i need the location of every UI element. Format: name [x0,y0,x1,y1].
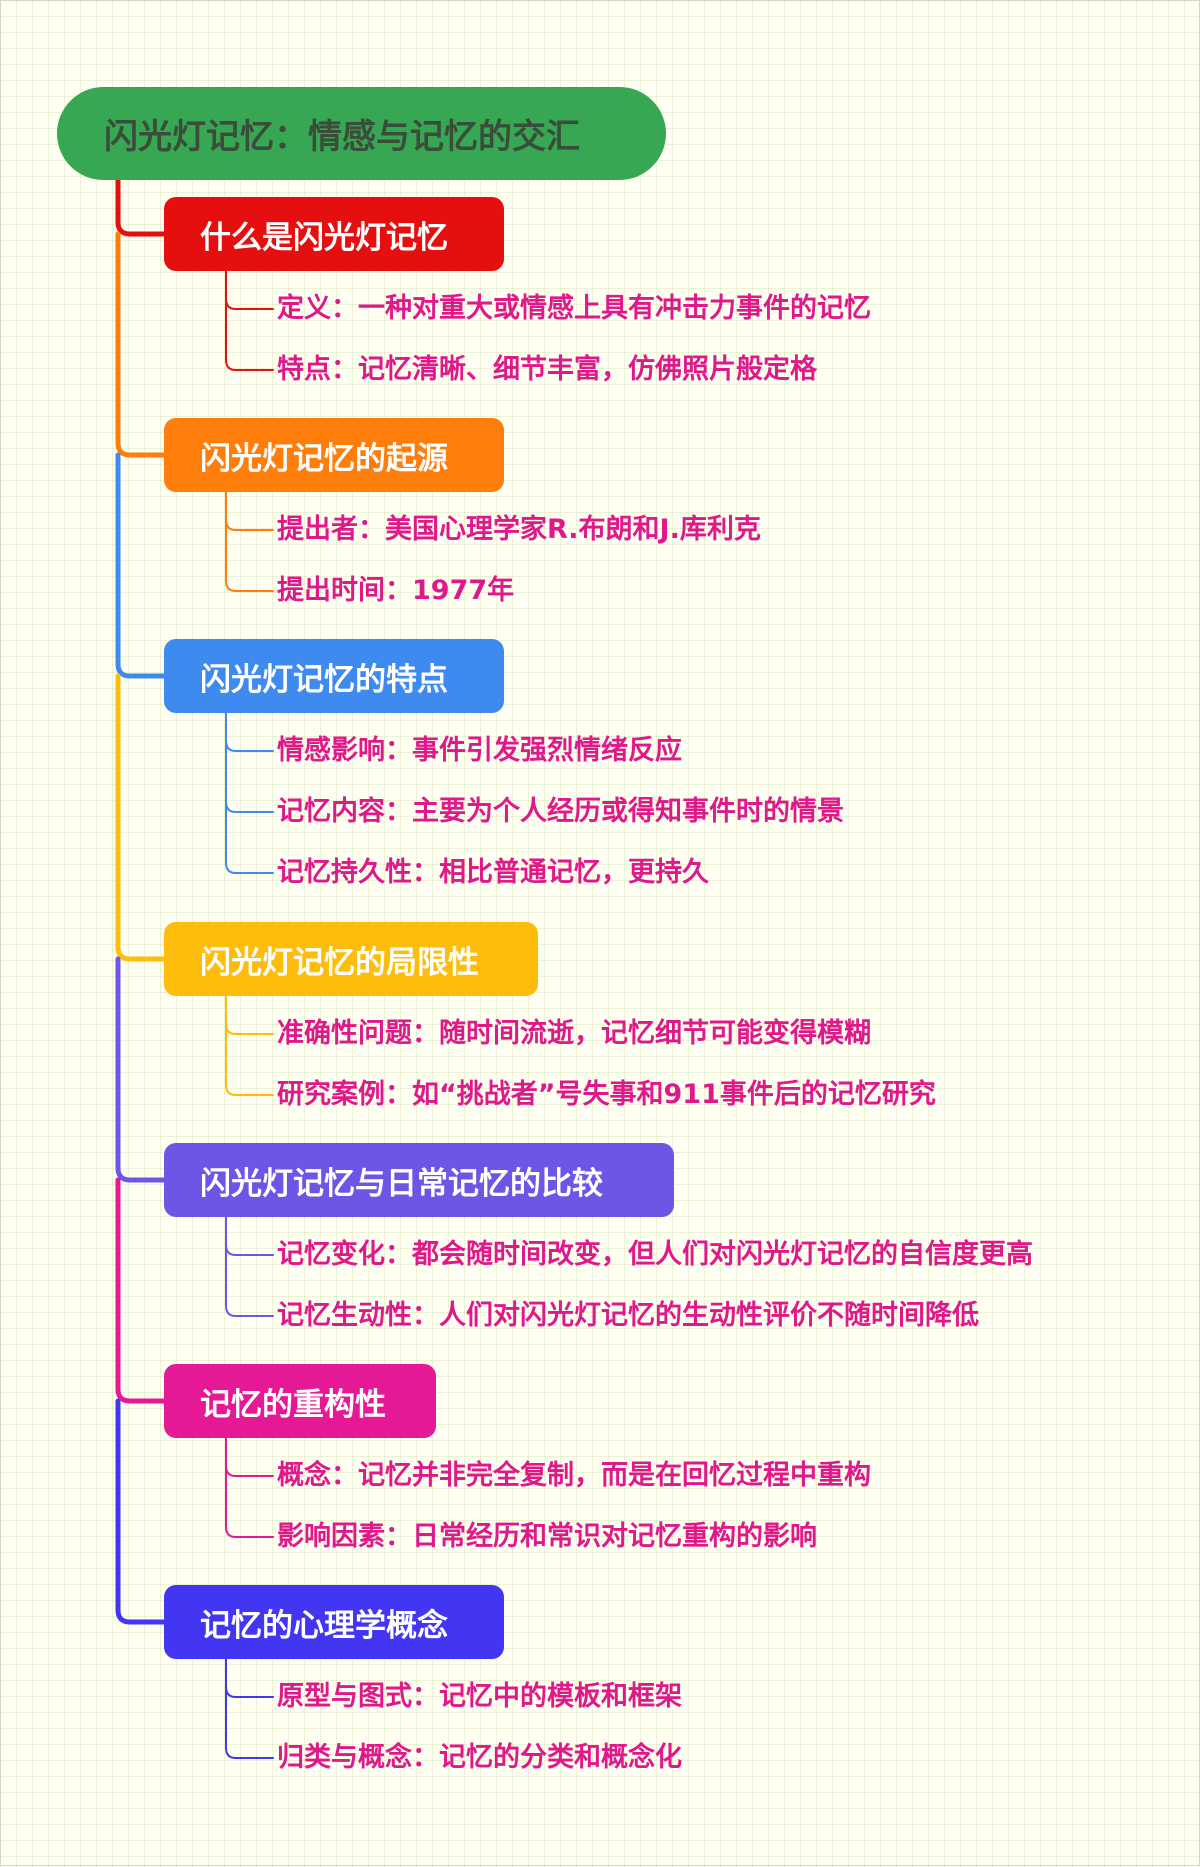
leaf-text: 情感影响：事件引发强烈情绪反应 [277,735,682,766]
leaf-node[interactable]: 提出时间：1977年 [277,569,514,613]
leaf-connector [225,712,274,752]
branch-node[interactable]: 闪光灯记忆与日常记忆的比较 [164,1143,674,1217]
leaf-text: 归类与概念：记忆的分类和概念化 [277,1742,682,1773]
branch-node[interactable]: 闪光灯记忆的起源 [164,418,504,492]
leaf-text: 准确性问题：随时间流逝，记忆细节可能变得模糊 [277,1018,871,1049]
leaf-text: 研究案例：如“挑战者”号失事和911事件后的记忆研究 [277,1079,936,1110]
leaf-connector [225,270,274,310]
leaf-connector [225,1658,274,1698]
trunk-connector [115,1177,167,1404]
leaf-connector [225,995,274,1035]
leaf-connector [225,491,274,531]
leaf-node[interactable]: 记忆内容：主要为个人经历或得知事件时的情景 [277,790,844,834]
leaf-text: 记忆生动性：人们对闪光灯记忆的生动性评价不随时间降低 [277,1300,979,1331]
leaf-node[interactable]: 概念：记忆并非完全复制，而是在回忆过程中重构 [277,1454,871,1498]
branch-node[interactable]: 记忆的重构性 [164,1364,436,1438]
trunk-connector [115,673,167,962]
branch-label: 记忆的心理学概念 [200,1607,448,1644]
leaf-text: 提出者：美国心理学家R.布朗和J.库利克 [277,514,761,545]
branch-node[interactable]: 闪光灯记忆的局限性 [164,922,538,996]
leaf-text: 特点：记忆清晰、细节丰富，仿佛照片般定格 [277,354,817,385]
leaf-connector [225,995,274,1096]
branch-label: 什么是闪光灯记忆 [200,219,448,256]
root-title: 闪光灯记忆：情感与记忆的交汇 [104,117,580,157]
leaf-connector [225,1216,274,1256]
leaf-node[interactable]: 记忆变化：都会随时间改变，但人们对闪光灯记忆的自信度更高 [277,1233,1033,1277]
leaf-connector [225,712,274,874]
leaf-node[interactable]: 准确性问题：随时间流逝，记忆细节可能变得模糊 [277,1012,871,1056]
leaf-node[interactable]: 原型与图式：记忆中的模板和框架 [277,1675,682,1719]
branch-node[interactable]: 闪光灯记忆的特点 [164,639,504,713]
leaf-node[interactable]: 提出者：美国心理学家R.布朗和J.库利克 [277,508,761,552]
leaf-text: 记忆持久性：相比普通记忆，更持久 [277,857,709,888]
leaf-text: 概念：记忆并非完全复制，而是在回忆过程中重构 [277,1460,871,1491]
branch-node[interactable]: 什么是闪光灯记忆 [164,197,504,271]
leaf-connector [225,1437,274,1538]
branch-label: 闪光灯记忆的起源 [200,440,448,477]
branch-label: 闪光灯记忆的特点 [200,661,448,698]
leaf-text: 原型与图式：记忆中的模板和框架 [277,1681,682,1712]
leaf-connector [225,270,274,371]
leaf-connector [225,1658,274,1759]
trunk-connector [115,956,167,1183]
leaf-node[interactable]: 研究案例：如“挑战者”号失事和911事件后的记忆研究 [277,1073,936,1117]
leaf-node[interactable]: 记忆持久性：相比普通记忆，更持久 [277,851,709,895]
branch-label: 闪光灯记忆与日常记忆的比较 [200,1165,603,1202]
leaf-text: 提出时间：1977年 [277,575,515,606]
leaf-connector [225,712,274,813]
leaf-connector [225,1437,274,1477]
root-node[interactable]: 闪光灯记忆：情感与记忆的交汇 [57,87,666,180]
branch-node[interactable]: 记忆的心理学概念 [164,1585,504,1659]
leaf-connector [225,1216,274,1317]
leaf-text: 影响因素：日常经历和常识对记忆重构的影响 [277,1521,817,1552]
trunk-connector [115,452,167,679]
leaf-node[interactable]: 情感影响：事件引发强烈情绪反应 [277,729,682,773]
leaf-node[interactable]: 记忆生动性：人们对闪光灯记忆的生动性评价不随时间降低 [277,1294,979,1338]
trunk-connector [115,231,167,458]
branch-label: 闪光灯记忆的局限性 [200,944,479,981]
leaf-text: 记忆内容：主要为个人经历或得知事件时的情景 [277,796,844,827]
leaf-connector [225,491,274,592]
branch-label: 记忆的重构性 [200,1386,386,1423]
trunk-connector [115,177,167,237]
leaf-node[interactable]: 归类与概念：记忆的分类和概念化 [277,1736,682,1780]
leaf-node[interactable]: 影响因素：日常经历和常识对记忆重构的影响 [277,1515,817,1559]
leaf-node[interactable]: 特点：记忆清晰、细节丰富，仿佛照片般定格 [277,348,817,392]
trunk-connector [115,1398,167,1625]
leaf-node[interactable]: 定义：一种对重大或情感上具有冲击力事件的记忆 [277,287,871,331]
leaf-text: 定义：一种对重大或情感上具有冲击力事件的记忆 [277,293,871,324]
leaf-text: 记忆变化：都会随时间改变，但人们对闪光灯记忆的自信度更高 [277,1239,1033,1270]
